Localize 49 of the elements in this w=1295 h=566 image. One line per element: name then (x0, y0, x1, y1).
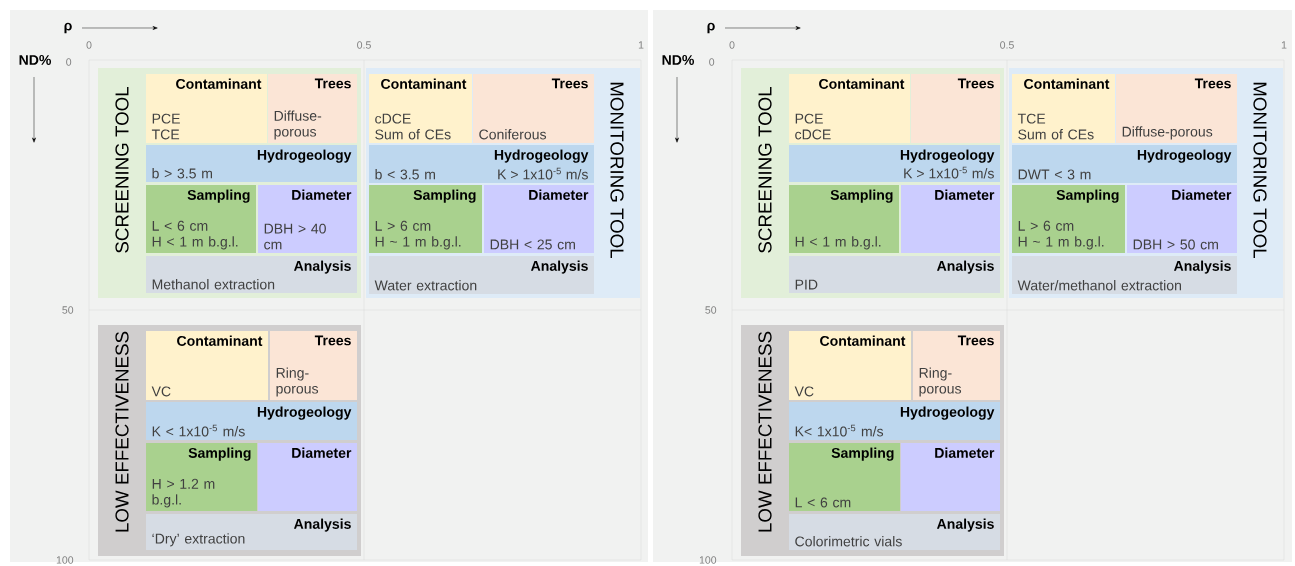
tick-label: 0 (66, 58, 72, 66)
criteria-cell: Hydrogeology K< 1x10$^{-5}$ m/s (789, 402, 1000, 440)
criteria-cell: Analysis Colorimetric vials (789, 514, 1000, 550)
tick-label: 0.5 (357, 41, 371, 49)
tick-label: 100 (699, 556, 717, 564)
criteria-cell: Trees Ring-porous (913, 331, 1000, 400)
criteria-cell: Hydrogeology b > 3.5 m (146, 145, 357, 182)
criteria-cell: Trees (911, 74, 1000, 143)
axis-title: ND% (662, 55, 695, 65)
criteria-cell: Hydrogeology K < 1x10$^{-5}$ m/s (146, 402, 357, 440)
criteria-cell: Analysis Water/methanol extraction (1012, 256, 1237, 294)
tick-label: 0.5 (1000, 41, 1014, 49)
criteria-cell: Sampling L > 6 cm H ~ 1 m b.g.l. (1012, 185, 1125, 253)
tick-label: 0 (729, 41, 735, 49)
tick-label: 50 (62, 306, 74, 314)
criteria-cell: Contaminant cDCE Sum of CEs (369, 74, 472, 143)
criteria-cell: Contaminant PCE cDCE (789, 74, 910, 143)
tick-label: 100 (56, 556, 74, 564)
tick-label: 1 (638, 41, 644, 49)
criteria-cell: Sampling L > 6 cm H ~ 1 m b.g.l. (369, 185, 482, 253)
tick-label: 50 (705, 306, 717, 314)
criteria-cell: Hydrogeology b < 3.5 m K > 1x10$^{-5}$ m/s (369, 145, 594, 183)
criteria-cell: Hydrogeology K > 1x10$^{-5}$ m/s (789, 145, 1000, 182)
criteria-cell: Analysis ‘Dry’ extraction (146, 514, 357, 550)
criteria-cell: Sampling H > 1.2 m b.g.l. (146, 443, 257, 511)
criteria-cell: Sampling L < 6 cm H < 1 m b.g.l. (146, 185, 256, 253)
axis-title: ND% (19, 55, 52, 65)
criteria-cell: Diameter DBH > 50 cm (1127, 185, 1237, 253)
criteria-cell: Diameter DBH > 40 cm (258, 185, 357, 253)
criteria-cell: Trees Diffuse-porous (268, 74, 357, 143)
tick-label: 0 (709, 58, 715, 66)
criteria-cell: Trees Diffuse-porous (1116, 74, 1237, 143)
criteria-cell: Diameter (901, 443, 1000, 511)
criteria-cell: Diameter (258, 443, 357, 511)
criteria-cell: Contaminant PCE TCE (146, 74, 267, 143)
criteria-cell: Trees Ring-porous (270, 331, 357, 400)
axis-title: ρ (64, 22, 72, 34)
criteria-cell: Sampling L < 6 cm (789, 443, 900, 511)
criteria-cell: Analysis Water extraction (369, 256, 594, 294)
criteria-cell: Hydrogeology DWT < 3 m (1012, 145, 1237, 183)
criteria-cell: Analysis Methanol extraction (146, 256, 357, 293)
criteria-cell: Diameter (901, 185, 1000, 253)
criteria-cell: Sampling H < 1 m b.g.l. (789, 185, 899, 253)
criteria-cell: Diameter DBH < 25 cm (484, 185, 594, 253)
tick-label: 1 (1281, 41, 1287, 49)
criteria-cell: Analysis PID (789, 256, 1000, 293)
criteria-cell: Contaminant TCE Sum of CEs (1012, 74, 1115, 143)
axis-title: ρ (707, 22, 715, 34)
tick-label: 0 (86, 41, 92, 49)
